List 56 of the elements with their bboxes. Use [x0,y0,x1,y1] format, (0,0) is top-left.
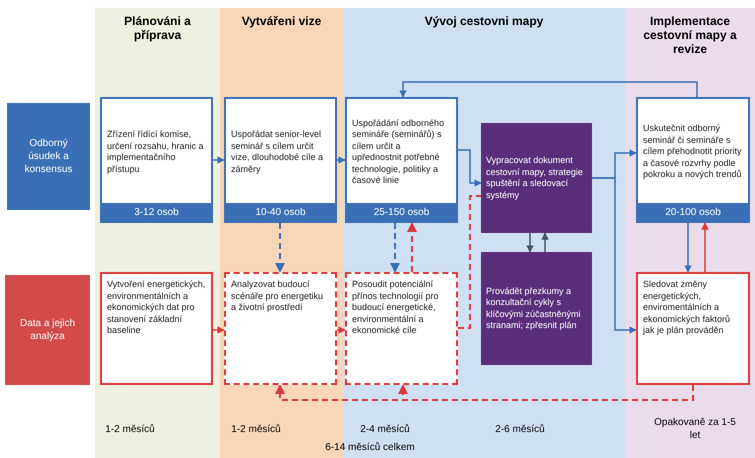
process-box [100,97,213,223]
step-text: Zřízení řídící komise, určení rozsahu, hranic a implementačního přístupu [106,128,205,176]
people-count-bar: 10-40 osob [224,203,337,223]
arrow [337,156,346,164]
arrow [541,232,549,252]
process-box [481,123,592,233]
phase-band [220,8,343,458]
step-text: Analyzovat budoucí scénáře pro energetiku a životní prostředí [230,278,324,314]
duration-label: 1-2 měsíců [230,423,282,436]
column-header: Vývoj cestovni mapy [424,14,544,28]
step-text: Posoudit potenciální přínos technologií pro budoucí energetické, environmentální a ekonomické cíle [351,278,440,337]
column-header: Plánováni a příprava [123,14,192,42]
arrow [701,222,709,272]
arrow [684,223,692,273]
row-header-label: Data a jejich analýza [18,317,76,343]
arrow [458,149,482,187]
people-count-bar: 25-150 osob [345,203,458,223]
process-box [100,272,213,385]
column-header: Implementace cestovní mapy a revize [642,14,738,56]
row-header-label: Odborný úsudek a konsensus [24,137,74,176]
row-header-box [5,275,90,385]
arrow [213,156,225,164]
duration-label: 6-14 měsíců celkem [324,441,416,454]
duration-label: Opakovaně za 1-5 let [653,416,737,442]
duration-label: 2-6 měsíců [494,423,546,436]
arrow [337,326,346,334]
step-text: Uspořádání odborného semináře (seminářů) s cílem určit a upřednostnit potřebné technologie, politiky a časové linie [351,116,446,187]
process-box [636,97,750,223]
column-header: Vytvářeni vize [240,14,322,28]
people-count-bar: 3-12 osob [100,203,213,223]
process-box [345,272,458,385]
process-box [636,272,750,385]
step-text: Uskutečnit odborný seminář či semináře s cílem přehodnotit priority a časové rozvrhy podle pokroku a nových trendů [642,122,743,182]
process-box [224,97,337,223]
duration-label: 2-4 měsíců [359,423,411,436]
arrow [526,233,534,253]
phase-band [343,8,625,458]
process-box [345,97,458,223]
duration-label: 1-2 měsíců [104,423,156,436]
step-text: Vypracovat dokument cestovní mapy, strategie spuštění a sledovací systémy [485,154,584,202]
phase-band [625,8,755,458]
arrow [592,177,637,334]
arrow [390,223,400,273]
step-text: Vytvoření energetických, environmentálních a ekonomických dat pro stanovení základní baseline [106,278,206,337]
arrow [213,326,225,334]
people-count-bar: 20-100 osob [636,203,750,223]
phase-band [95,8,220,458]
process-box [224,272,337,385]
arrow [407,222,417,272]
arrow [399,81,698,98]
arrow [275,223,285,273]
step-text: Provádět přezkumy a konzultační cykly s klíčovými zúčastněnými stranami; zpřesnit plán [485,284,582,332]
step-text: Sledovat změny energetických, enviromentálních a ekonomických faktorů jak je plán prováděn [642,278,732,337]
row-header-box [7,103,90,210]
step-text: Uspořádat senior-level seminář s cílem určit vize, dlouhodobé cíle a záměry [230,128,324,176]
process-box [481,252,592,365]
